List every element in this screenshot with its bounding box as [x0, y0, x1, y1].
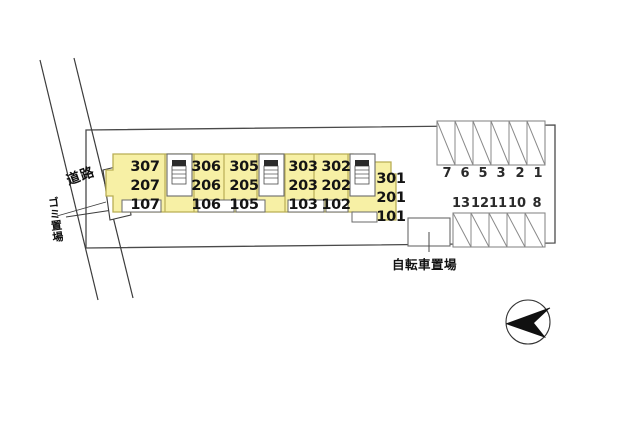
unit-307-floor3: 307: [130, 159, 160, 175]
parking-stall-13[interactable]: 13: [451, 196, 471, 211]
parking-stall-2[interactable]: 2: [515, 166, 525, 181]
unit-301-floor1: 101: [376, 209, 406, 225]
unit-305[interactable]: 305 205 105: [224, 158, 264, 215]
unit-302-floor1: 102: [321, 197, 351, 213]
stairwell-1: [166, 153, 193, 197]
unit-307-floor2: 207: [130, 178, 160, 194]
bicycle-parking-label: 自転車置場: [392, 257, 458, 272]
unit-305-floor3: 305: [229, 159, 259, 175]
property-boundary: [85, 124, 556, 249]
unit-303-floor3: 303: [288, 159, 318, 175]
parking-stall-5[interactable]: 5: [478, 166, 488, 181]
unit-302-floor2: 202: [321, 178, 351, 194]
stairwell-3: [349, 153, 376, 197]
unit-303-floor1: 103: [288, 197, 318, 213]
unit-303-floor2: 203: [288, 178, 318, 194]
parking-stall-1[interactable]: 1: [533, 166, 543, 181]
entry-boxes: [121, 199, 378, 223]
unit-307-floor1: 107: [130, 197, 160, 213]
unit-307[interactable]: 307 207 107: [125, 158, 165, 215]
parking-stall-10[interactable]: 10: [507, 196, 527, 211]
unit-301-floor3: 301: [376, 171, 406, 187]
unit-306-floor3: 306: [191, 159, 221, 175]
parking-stall-6[interactable]: 6: [460, 166, 470, 181]
parking-stall-8[interactable]: 8: [532, 196, 542, 211]
parking-row-lower: [452, 212, 546, 248]
bicycle-parking-area: [407, 217, 451, 252]
parking-stall-7[interactable]: 7: [442, 166, 452, 181]
unit-302-floor3: 302: [321, 159, 351, 175]
unit-301-floor2: 201: [376, 190, 406, 206]
unit-303[interactable]: 303 203 103: [283, 158, 323, 215]
parking-stall-3[interactable]: 3: [496, 166, 506, 181]
parking-stall-12[interactable]: 12: [470, 196, 490, 211]
unit-305-floor2: 205: [229, 178, 259, 194]
unit-306-floor1: 106: [191, 197, 221, 213]
stairwell-2: [258, 153, 285, 197]
unit-301[interactable]: 301 201 101: [371, 170, 411, 227]
unit-306-floor2: 206: [191, 178, 221, 194]
compass-rose: [505, 299, 551, 345]
unit-306[interactable]: 306 206 106: [186, 158, 226, 215]
parking-row-upper: [436, 120, 546, 166]
unit-305-floor1: 105: [229, 197, 259, 213]
apartment-building: [105, 153, 397, 223]
parking-stall-11[interactable]: 11: [488, 196, 508, 211]
unit-302[interactable]: 302 202 102: [316, 158, 356, 215]
